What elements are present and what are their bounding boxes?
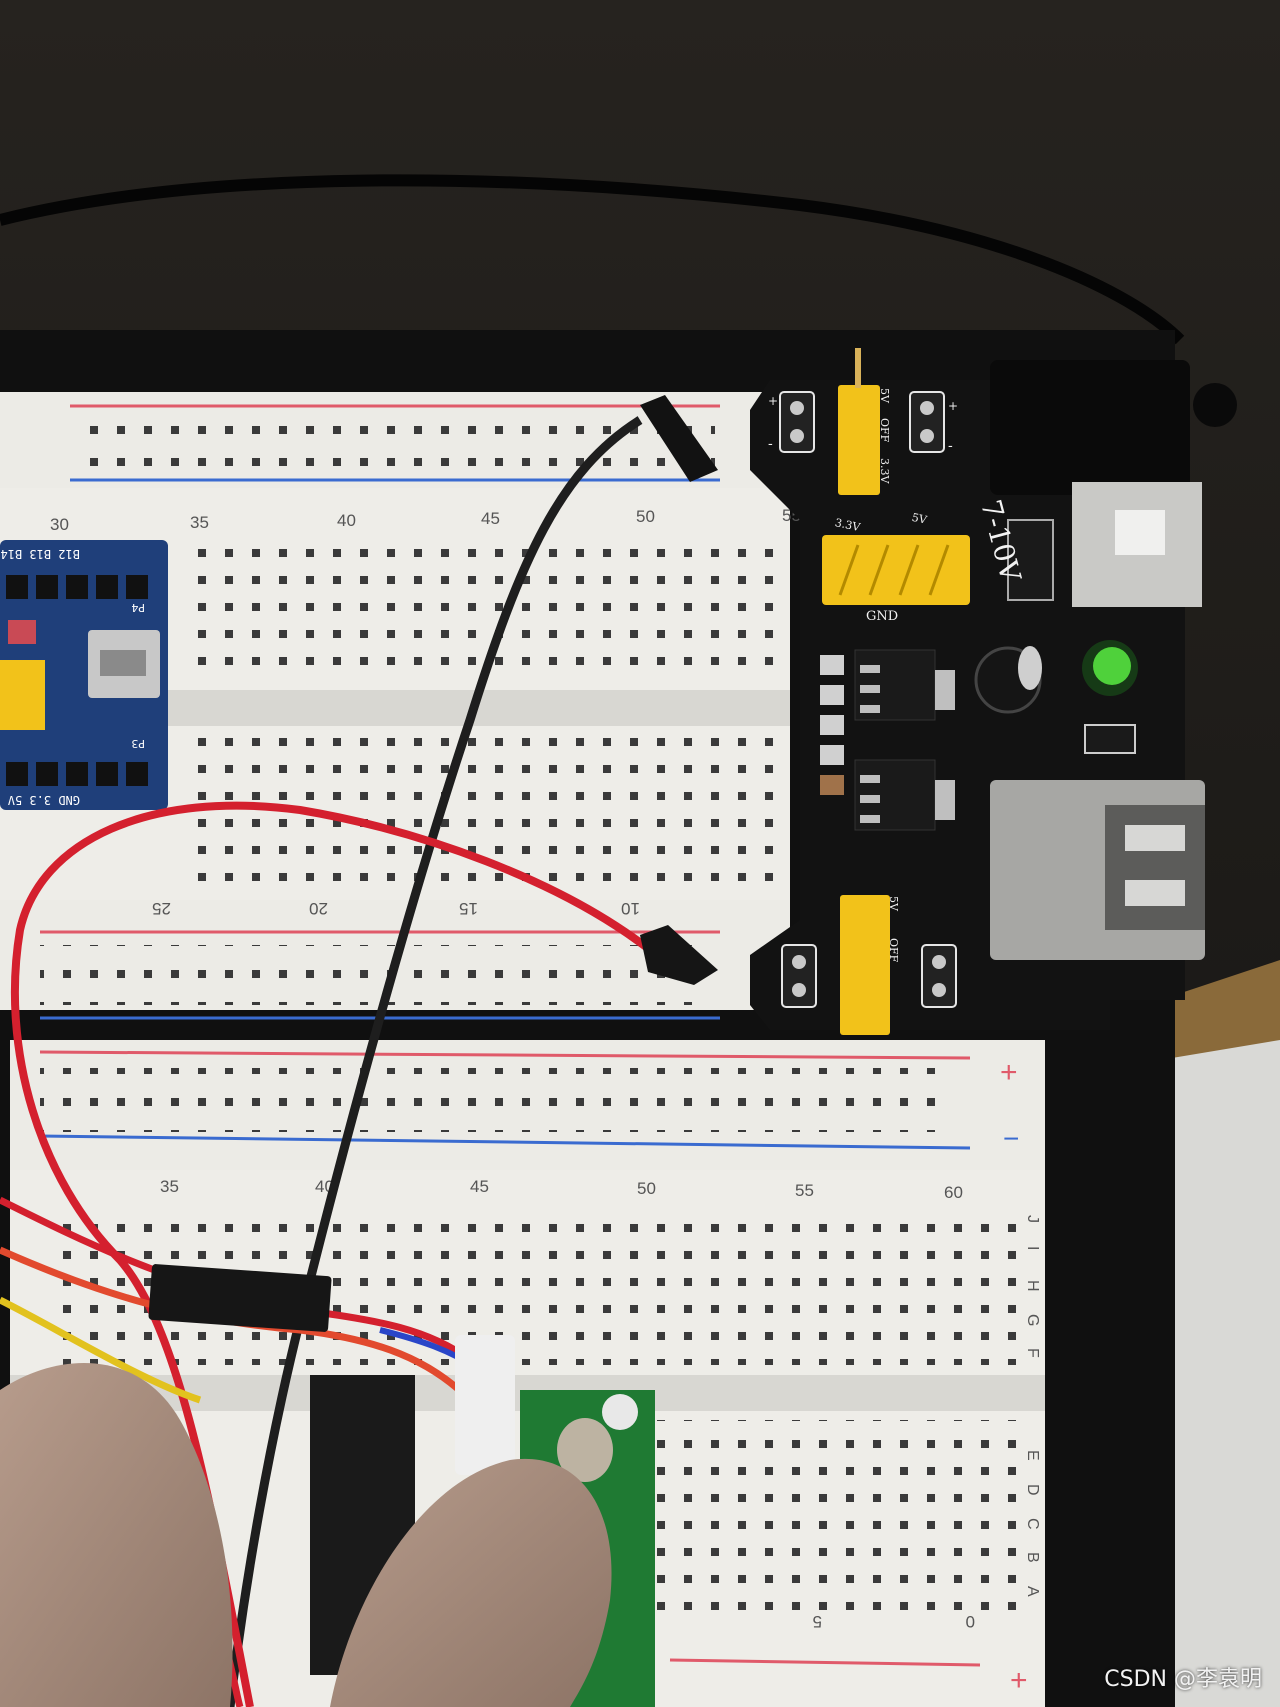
jumper-bottom-off-label: OFF <box>887 938 900 963</box>
stm32-header-p3: P3 <box>131 737 145 750</box>
row-letter: J <box>1024 1215 1041 1223</box>
black-jumper-wire <box>225 395 718 1707</box>
header-33v-label: 3.3V <box>834 516 863 534</box>
col-number: 30 <box>50 515 69 534</box>
power-led <box>1093 647 1131 685</box>
row-letter: I <box>1024 1246 1041 1250</box>
col-number: 35 <box>190 513 209 532</box>
row-letter: G <box>1024 1314 1041 1326</box>
dc-barrel-jack <box>990 360 1190 495</box>
jumper-bottom-5v-label: 5V <box>887 896 900 912</box>
row-letter: E <box>1024 1450 1041 1461</box>
sensor-cable-bundle <box>0 1196 515 1707</box>
top-power-rail <box>0 392 780 488</box>
stm32-bottom-pins: GND 3.3 5V B11 <box>0 793 80 807</box>
rail-minus-label: − <box>1003 1123 1019 1154</box>
sensor-connector <box>455 1335 515 1475</box>
jumper-5v-label: 5V <box>878 388 891 404</box>
red-jumper-wire <box>10 801 718 1707</box>
rail-plus-label-bottom: + <box>1010 1664 1028 1697</box>
row-letter: A <box>1024 1586 1041 1597</box>
col-number: 35 <box>160 1177 179 1196</box>
jumper-bottom[interactable] <box>840 895 890 1035</box>
col-number: 20 <box>309 899 328 918</box>
hand <box>0 1362 612 1707</box>
jumper-33v-label: 3.3V <box>878 458 891 484</box>
power-module: 7-10V 5V OFF 3.3V 3.3V 5V GND 5V OFF + +… <box>750 348 1237 1035</box>
col-number: 40 <box>337 511 356 530</box>
csdn-watermark: CSDN @李袁明 <box>1104 1667 1262 1692</box>
paper-sheet <box>1170 1000 1280 1707</box>
col-number: 55 <box>795 1181 814 1200</box>
col-number: 50 <box>637 1179 656 1198</box>
col-number: 0 <box>966 1612 975 1631</box>
stm32-header-p4: P4 <box>131 601 145 614</box>
col-number: 5 <box>813 1612 822 1631</box>
col-number: 15 <box>459 899 478 918</box>
gnd-label: GND <box>866 609 898 624</box>
header-5v-label: 5V <box>911 511 929 527</box>
col-number: 25 <box>152 899 171 918</box>
row-letter: F <box>1024 1348 1041 1358</box>
stm32-top-pins: B12 B13 B14 B15 A8 <box>0 547 80 561</box>
cork-edge <box>1160 960 1280 1060</box>
rail-plus-label: + <box>1000 1056 1018 1089</box>
minus-label: - <box>768 436 773 452</box>
plus-label: + <box>768 394 778 408</box>
col-number: 10 <box>621 899 640 918</box>
plus-label-right: + <box>948 399 958 413</box>
minus-label-right: - <box>948 438 953 454</box>
col-number: 45 <box>481 509 500 528</box>
stm32-board: B12 B13 B14 B15 A8 P4 P3 GND 3.3 5V B11 <box>0 540 168 810</box>
power-cable <box>0 174 1185 345</box>
jumper-top[interactable] <box>838 385 880 495</box>
row-letter: C <box>1024 1518 1041 1530</box>
jumper-off-label: OFF <box>878 418 891 443</box>
col-number: 45 <box>470 1177 489 1196</box>
row-letter: H <box>1024 1280 1041 1292</box>
row-letter: D <box>1024 1484 1041 1496</box>
dupont-housing <box>148 1264 332 1332</box>
col-number: 60 <box>944 1183 963 1202</box>
col-number: 50 <box>636 507 655 526</box>
black-wire-connector <box>640 395 718 482</box>
red-wire-connector <box>640 925 718 985</box>
row-letter: B <box>1024 1552 1041 1563</box>
